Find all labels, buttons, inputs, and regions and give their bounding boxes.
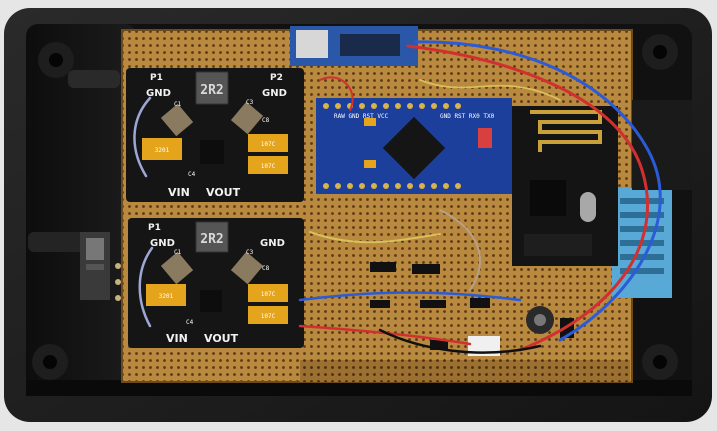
tantalum-cap-icon	[248, 134, 288, 152]
buck-converter-top: 2R2 P1 P2 GND GND 3201 107C 107C C1 C3 C…	[126, 68, 304, 202]
inductor-label: 2R2	[200, 83, 223, 98]
crystal-icon	[580, 192, 596, 222]
svg-text:C8: C8	[262, 117, 270, 124]
svg-text:C3: C3	[246, 249, 254, 256]
svg-text:C4: C4	[186, 319, 194, 326]
svg-text:107C: 107C	[261, 313, 276, 320]
svg-text:C4: C4	[188, 171, 196, 178]
arduino-header-right: GND RST RX0 TX0	[440, 113, 495, 120]
gnd-left-label: GND	[150, 238, 175, 249]
vin-label: VIN	[168, 186, 190, 199]
inductor-icon	[195, 221, 229, 253]
svg-text:C3: C3	[246, 99, 254, 106]
arduino-header-left: RAW GND RST VCC	[334, 113, 389, 120]
tantalum-cap-icon	[248, 306, 288, 324]
pad-p1-label: P1	[148, 223, 161, 233]
nrf24-radio-module	[512, 106, 618, 266]
tantalum-cap-icon	[248, 284, 288, 302]
wiring	[133, 40, 662, 354]
svg-text:107C: 107C	[261, 163, 276, 170]
gnd-left-label: GND	[146, 88, 171, 99]
tantalum-cap-icon	[142, 138, 182, 160]
slide-switch	[80, 232, 121, 301]
svg-text:107C: 107C	[261, 141, 276, 148]
svg-text:C1: C1	[174, 101, 182, 108]
jst-connector-icon	[468, 336, 500, 356]
svg-text:3201: 3201	[159, 293, 174, 300]
tantalum-cap-icon	[146, 284, 186, 306]
tantalum-cap-icon	[248, 156, 288, 174]
pad-p1-label: P1	[150, 73, 163, 83]
svg-text:3201: 3201	[155, 147, 170, 154]
svg-text:C1: C1	[174, 249, 182, 256]
microcontroller-icon	[382, 116, 446, 180]
vin-label: VIN	[166, 332, 188, 345]
ic-chip-icon	[200, 290, 222, 312]
gnd-right-label: GND	[262, 88, 287, 99]
ic-chip-icon	[200, 140, 224, 164]
svg-text:107C: 107C	[261, 291, 276, 298]
inductor-icon	[195, 71, 229, 105]
rf-chip-icon	[530, 180, 566, 216]
arduino-pro-mini: RAW GND RST VCC GND RST RX0 TX0	[316, 98, 512, 194]
vout-label: VOUT	[206, 186, 241, 199]
reset-button-icon	[478, 128, 492, 148]
svg-text:C8: C8	[262, 265, 270, 272]
usb-serial-module	[290, 26, 418, 66]
gnd-right-label: GND	[260, 238, 285, 249]
buck-converter-bottom: 2R2 P1 GND GND 3201 107C 107C C1 C3 C4 C…	[128, 218, 304, 348]
inductor-label: 2R2	[200, 232, 223, 247]
vout-label: VOUT	[204, 332, 239, 345]
pad-p2-label: P2	[270, 73, 283, 83]
